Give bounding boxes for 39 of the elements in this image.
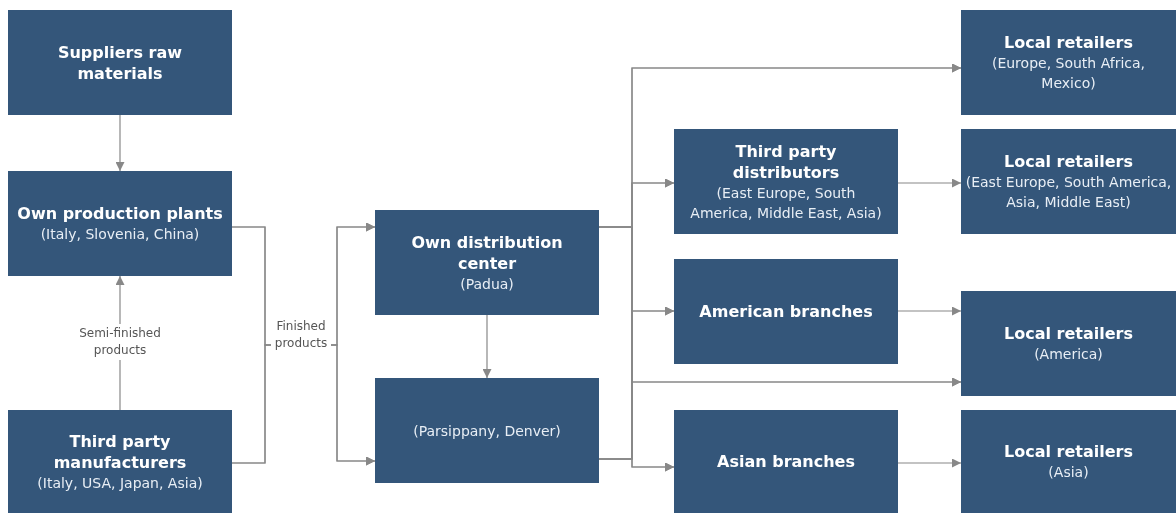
process-box (674, 129, 898, 234)
box-detail: (Parsippany, Denver) (413, 421, 561, 441)
process-box (674, 259, 898, 364)
edge-label: Finished products (271, 317, 331, 353)
box-title: Local retailers (1004, 151, 1133, 172)
arrow (115, 114, 125, 172)
process-box (961, 10, 1176, 115)
process-box (961, 291, 1176, 396)
process-box (8, 171, 232, 276)
box-detail: (Italy, Slovenia, China) (40, 225, 200, 244)
box-detail: (Italy, USA, Japan, Asia) (37, 473, 203, 493)
box-detail: (America) (1034, 345, 1103, 364)
box-title: Local retailers (1004, 32, 1133, 53)
box-detail: (Padua) (460, 274, 514, 294)
process-box (8, 10, 232, 115)
box-title: Local retailers (1004, 323, 1133, 344)
arrow (897, 178, 962, 188)
process-box (375, 378, 599, 483)
box-title: Local retailers (1004, 441, 1133, 462)
box-detail: (East Europe, South America, Asia, Middle East) (964, 173, 1173, 212)
box-title: Suppliers raw materials (56, 41, 184, 84)
process-box (674, 410, 898, 513)
process-box (8, 410, 232, 513)
box-title: Own production plants (17, 203, 223, 224)
process-box (961, 129, 1176, 234)
box-detail: (Asia) (1048, 463, 1089, 482)
box-title: American branches (699, 301, 873, 322)
process-box (961, 410, 1176, 513)
arrow (897, 458, 962, 468)
box-detail: (Europe, South Africa, Mexico) (990, 54, 1147, 93)
box-detail: (East Europe, South America, Middle East, Asia) (689, 183, 883, 223)
arrow (482, 314, 492, 379)
box-title: Third party distributors (731, 140, 841, 183)
arrow (598, 458, 675, 472)
process-box (375, 210, 599, 315)
box-title: Asian branches (717, 451, 855, 472)
arrow (897, 306, 962, 316)
box-title: Own distribution center (410, 231, 564, 274)
box-title: Third party manufacturers (52, 430, 188, 473)
